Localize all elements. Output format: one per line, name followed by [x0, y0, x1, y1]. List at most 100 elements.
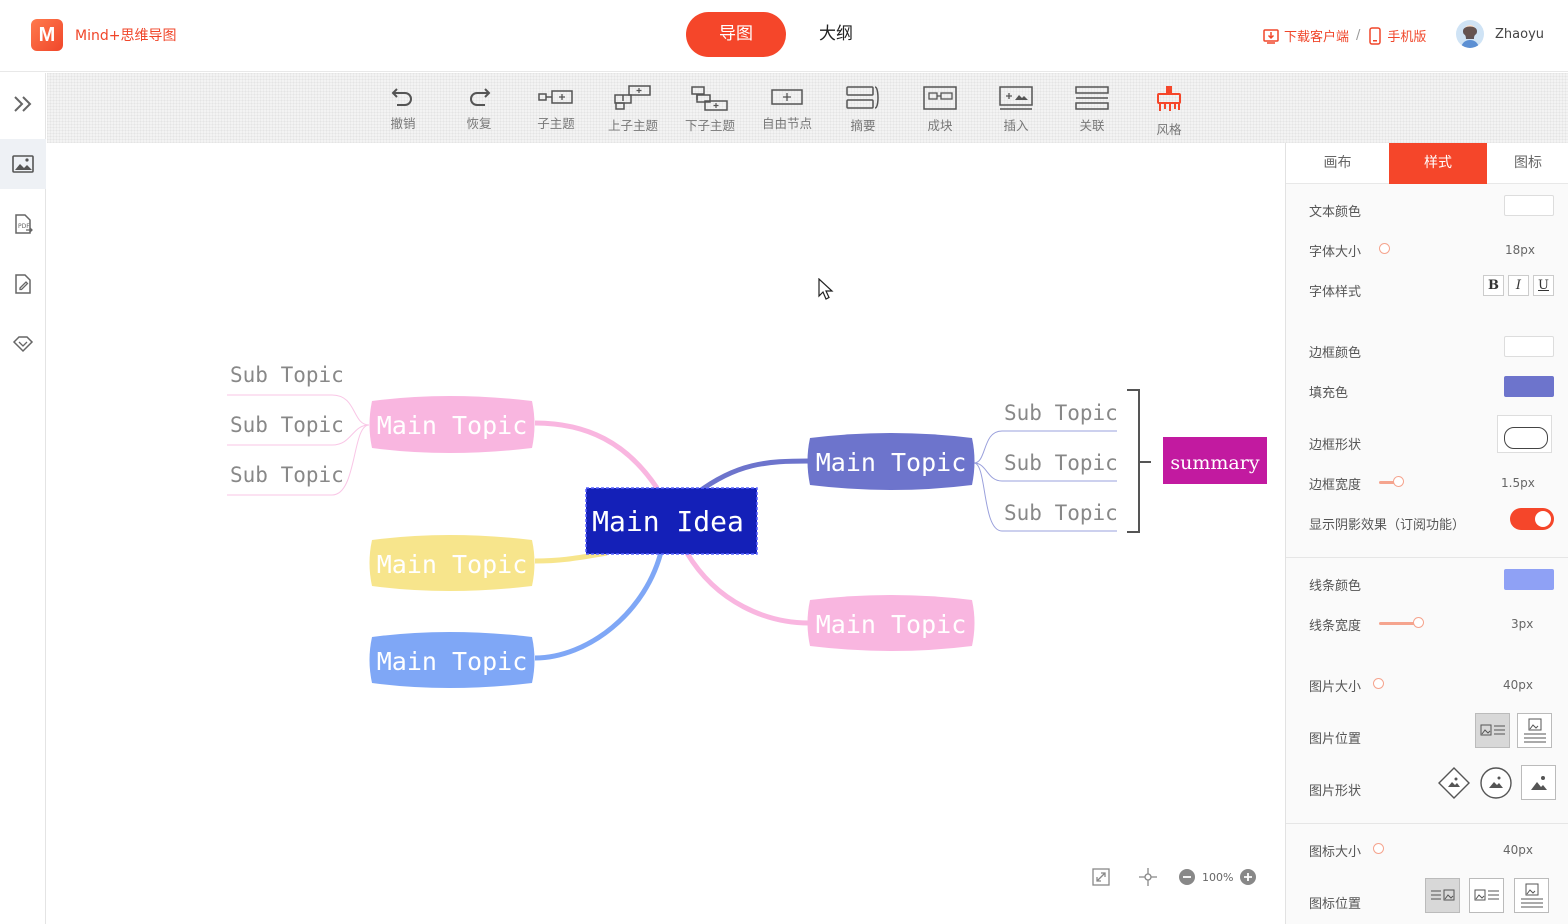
tab-style[interactable]: 样式 — [1389, 143, 1487, 184]
rail-export-pdf[interactable]: PDF — [0, 199, 46, 249]
icon-size-value: 40px — [1503, 843, 1533, 857]
tab-icons[interactable]: 图标 — [1514, 155, 1542, 171]
image-left-icon — [1480, 724, 1505, 735]
underline-button[interactable]: U — [1533, 275, 1554, 296]
rail-expand[interactable] — [0, 79, 46, 129]
shadow-toggle[interactable] — [1510, 508, 1554, 530]
download-client-link[interactable]: 下载客户端 — [1284, 30, 1350, 45]
icon-size-slider[interactable] — [1373, 843, 1384, 854]
image-size-slider[interactable] — [1373, 678, 1384, 689]
redo-button[interactable]: 恢复 — [444, 81, 514, 137]
child-topic-icon — [538, 90, 573, 104]
row-line-color: 线条颜色 — [1286, 569, 1568, 599]
subtopic-left-1[interactable]: Sub Topic — [230, 363, 344, 387]
border-width-slider[interactable] — [1393, 476, 1404, 487]
username[interactable]: Zhaoyu — [1495, 27, 1544, 42]
app-logo[interactable]: M — [31, 19, 63, 51]
image-shape-diamond-icon[interactable] — [1437, 766, 1471, 800]
export-pdf-icon: PDF — [15, 214, 33, 234]
icon-position-label: 图标位置 — [1309, 897, 1362, 912]
parent-topic-button[interactable]: 上子主题 — [598, 81, 668, 137]
mindmap-canvas[interactable]: Main Idea Main Topic Main Topic Main Top… — [47, 143, 1285, 924]
connector-right-bottom — [684, 551, 810, 626]
sibling-topic-button[interactable]: 下子主题 — [675, 81, 745, 137]
subtopic-left-2[interactable]: Sub Topic — [230, 413, 344, 437]
topic-right-bottom-shape[interactable] — [807, 595, 975, 651]
topic-right-top-shape[interactable] — [807, 433, 975, 490]
bold-button[interactable]: B — [1483, 275, 1504, 296]
style-label: 风格 — [1156, 122, 1182, 137]
relation-label: 关联 — [1079, 118, 1105, 133]
line-color-label: 线条颜色 — [1309, 579, 1362, 594]
zoom-bar: 100% — [1092, 867, 1257, 887]
central-idea-shape[interactable] — [585, 487, 758, 555]
image-top-icon — [1523, 718, 1546, 742]
subtopic-right-1[interactable]: Sub Topic — [1004, 401, 1118, 425]
image-shape-label: 图片形状 — [1309, 784, 1362, 799]
icon-right-icon — [1474, 889, 1499, 900]
image-icon — [12, 155, 34, 173]
italic-button[interactable]: I — [1508, 275, 1529, 296]
border-color-swatch[interactable] — [1504, 336, 1554, 357]
free-node-button[interactable]: 自由节点 — [752, 81, 822, 137]
topic-left-top-shape[interactable] — [369, 396, 535, 453]
line-width-slider[interactable] — [1413, 617, 1424, 628]
border-shape-selector[interactable] — [1497, 415, 1552, 453]
icon-position-left-button[interactable] — [1425, 878, 1460, 913]
boundary-button[interactable]: 成块 — [905, 81, 975, 137]
relation-icon — [1075, 86, 1109, 110]
font-size-slider[interactable] — [1379, 243, 1390, 254]
zoom-in-icon[interactable] — [1239, 868, 1257, 886]
row-line-width: 线条宽度 3px — [1286, 609, 1568, 639]
boundary-icon — [923, 86, 957, 110]
line-width-label: 线条宽度 — [1309, 619, 1362, 634]
mobile-link[interactable]: 手机版 — [1387, 30, 1427, 45]
topic-left-middle-text: Main Topic — [377, 550, 528, 579]
summary-button[interactable]: 摘要 — [828, 81, 898, 137]
child-topic-label: 子主题 — [537, 116, 575, 131]
connector-right-sub-3 — [973, 462, 1117, 532]
zoom-out-icon[interactable] — [1178, 868, 1196, 886]
rail-document[interactable] — [0, 259, 46, 309]
tab-mindmap[interactable]: 导图 — [686, 12, 786, 57]
image-shape-circle-icon[interactable] — [1479, 766, 1513, 800]
insert-button[interactable]: 插入 — [981, 81, 1051, 137]
child-topic-button[interactable]: 子主题 — [521, 81, 591, 137]
topic-left-middle-shape[interactable] — [369, 535, 535, 591]
subtopic-right-2[interactable]: Sub Topic — [1004, 451, 1118, 475]
icon-position-right-button[interactable] — [1469, 878, 1504, 913]
avatar[interactable] — [1456, 20, 1484, 48]
relation-button[interactable]: 关联 — [1057, 81, 1127, 137]
subtopic-left-3[interactable]: Sub Topic — [230, 463, 344, 487]
image-position-top-button[interactable] — [1517, 713, 1552, 748]
undo-button[interactable]: 撤销 — [368, 81, 438, 137]
image-shape-square-button[interactable] — [1521, 765, 1556, 800]
text-color-swatch[interactable] — [1504, 195, 1554, 216]
rail-image[interactable] — [0, 139, 46, 189]
mindmap-svg: Main Idea Main Topic Main Topic Main Top… — [227, 363, 1267, 688]
subtopic-right-3[interactable]: Sub Topic — [1004, 501, 1118, 525]
fill-color-swatch[interactable] — [1504, 376, 1554, 397]
border-width-value: 1.5px — [1501, 476, 1535, 490]
fullscreen-icon[interactable] — [1092, 868, 1110, 886]
row-image-position: 图片位置 — [1286, 713, 1568, 752]
summary-shape[interactable] — [1163, 437, 1267, 484]
line-color-swatch[interactable] — [1504, 569, 1554, 590]
connector-left-sub-3 — [227, 424, 370, 496]
icon-position-top-button[interactable] — [1514, 878, 1549, 913]
icon-left-icon — [1430, 889, 1454, 900]
tab-canvas[interactable]: 画布 — [1323, 155, 1352, 171]
topic-left-bottom-text: Main Topic — [377, 647, 528, 676]
rail-diamond[interactable] — [0, 319, 46, 369]
app-name[interactable]: Mind+思维导图 — [75, 28, 177, 44]
user-avatar-icon — [1461, 25, 1479, 48]
tab-outline[interactable]: 大纲 — [819, 24, 853, 44]
topic-left-bottom-shape[interactable] — [369, 632, 535, 688]
row-icon-position: 图标位置 — [1286, 878, 1568, 917]
row-font-style: 字体样式 B I U — [1286, 275, 1568, 305]
center-locate-icon[interactable] — [1138, 867, 1158, 887]
image-size-value: 40px — [1503, 678, 1533, 692]
image-position-left-button[interactable] — [1475, 713, 1510, 748]
style-button[interactable]: 风格 — [1134, 81, 1204, 137]
row-border-color: 边框颜色 — [1286, 336, 1568, 366]
